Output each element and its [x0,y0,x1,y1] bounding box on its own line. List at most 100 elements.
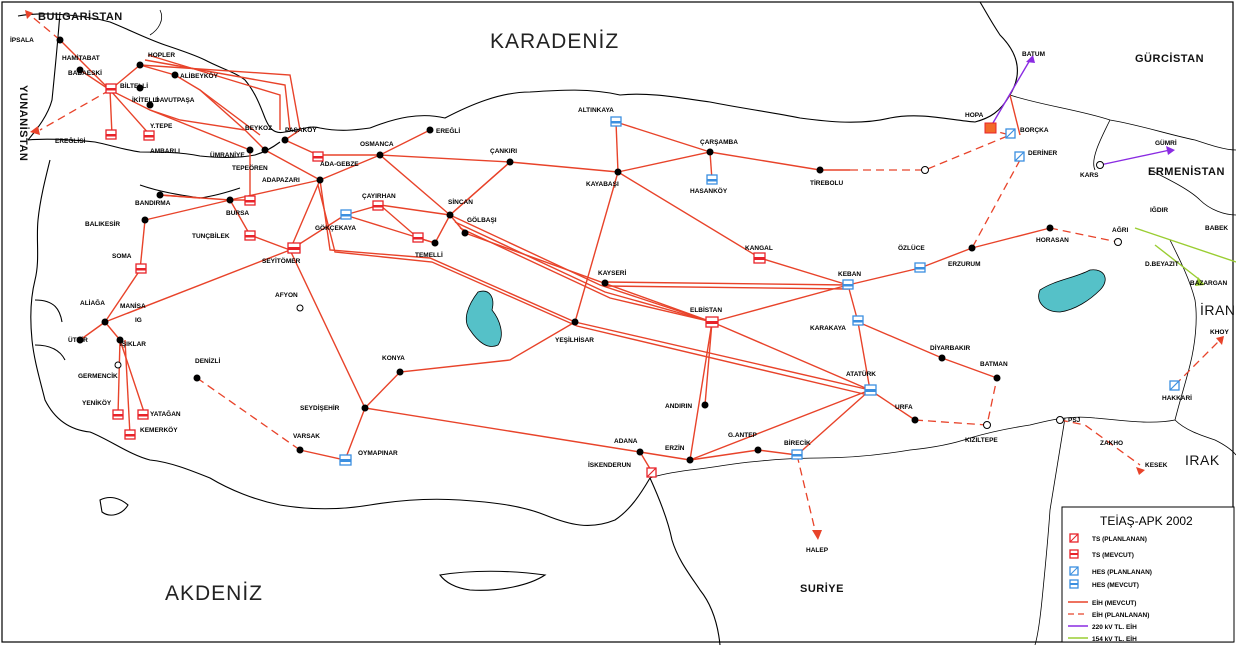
city-label: OYMAPINAR [358,450,398,457]
city-label: ELBİSTAN [690,306,722,314]
city-label: GERMENCİK [78,372,118,380]
city-label: KAYSERİ [598,269,626,277]
city-label: HAMİTABAT [62,54,100,62]
city-label: BİRECİK [784,439,811,447]
city-label: BALIKESİR [85,220,120,228]
city-label: KONYA [382,355,405,362]
city-label: BİLTELLİ [120,82,148,90]
city-label: D.BEYAZIT [1145,261,1179,268]
city-label: İSKENDERUN [588,461,631,469]
city-label: ALTINKAYA [578,107,614,114]
city-label: PSJ [1068,417,1081,424]
city-label: KEMERKÖY [140,425,178,434]
arrows [25,10,1224,540]
city-label: ADA-GEBZE [320,161,359,168]
city-label: EREĞLİ [436,126,460,135]
lake-van [1038,269,1106,313]
country-label-greece: YUNANİSTAN [17,85,30,161]
country-label-iraq: IRAK [1185,452,1220,468]
city-label: BABEK [1205,225,1228,232]
city-label: ZAKHO [1100,440,1123,447]
city-label: SEYİTÖMER [262,256,301,265]
legend-item-tsr-planned: TS (PLANLANAN) [1092,536,1147,543]
city-label: YENİKÖY [82,398,112,407]
city-label: YEŞİLHİSAR [555,336,594,344]
city-label: BATUM [1022,51,1045,58]
city-label: ADANA [614,438,638,445]
city-label: ALİBEYKÖY [180,71,219,80]
city-label: BEYKOZ [245,125,272,132]
city-label: TEPEÖREN [232,163,268,172]
substation-nodes [56,36,1054,464]
city-label: KESEK [1145,462,1168,469]
legend: TEİAŞ-APK 2002 TS (PLANLANAN) TS (MEVCUT… [1061,506,1235,643]
city-label: GÖKÇEKAYA [315,223,356,232]
country-label-iran: İRAN [1200,301,1235,318]
city-label: ERZİN [665,444,685,452]
lines-220kv [989,59,1171,166]
legend-item-hes-planned: HES (PLANLANAN) [1092,569,1152,576]
city-label: BAZARGAN [1190,280,1227,287]
lines-planned [29,14,1221,531]
city-label: AFYON [275,292,298,299]
city-label: HAKKARİ [1162,394,1192,402]
city-label: ÜTHİR [68,335,88,344]
city-label: PAŞAKÖY [285,125,317,134]
city-label: BANDIRMA [135,200,171,207]
city-label: BURSA [226,210,249,217]
city-label: HOPA [965,112,984,119]
sea-label-karadeniz: KARADENİZ [490,30,619,53]
city-label: SİNCAN [448,198,473,206]
city-label: KANGAL [745,245,773,252]
city-label: ÜMRANİYE [210,150,245,159]
open-nodes [114,161,1122,429]
city-label: ERZURUM [948,261,981,268]
city-label: HALEP [806,547,829,554]
city-label: MANİSA [120,302,146,310]
city-label: ADAPAZARI [262,177,300,184]
city-label: G.ANTEP [728,432,758,439]
city-label: TİREBOLU [810,179,844,187]
city-label: ATATÜRK [846,369,876,378]
city-label: IG [135,317,142,324]
sea-label-akdeniz: AKDENİZ [165,582,263,605]
city-label: YATAĞAN [150,409,181,418]
islands [99,496,547,591]
city-labels: HAMİTABAT BABAESKİ HOPLER İPSALA BİLTELL… [10,36,1229,554]
city-label: IŞIKLAR [120,341,146,348]
city-label: SEYDİŞEHİR [300,404,340,412]
city-label: ALİAĞA [80,298,105,307]
city-label: HASANKÖY [690,186,728,195]
lines-154kv [1134,227,1236,281]
country-label-bulgaria: BULGARİSTAN [38,10,123,23]
city-label: TUNÇBİLEK [192,232,230,240]
city-label: KAYABAŞI [586,181,619,188]
city-label: DERİNER [1028,149,1058,157]
city-label: URFA [895,404,913,411]
country-label-syria: SURİYE [800,582,844,595]
city-label: BORÇKA [1020,127,1049,134]
legend-title: TEİAŞ-APK 2002 [1100,514,1193,528]
city-label: ÇAYIRHAN [362,193,396,200]
hydro-plants [339,116,1180,466]
city-label: ÖZLÜCE [898,243,925,252]
borders [149,9,1236,645]
country-label-georgia: GÜRCİSTAN [1135,52,1204,65]
legend-item-line-220: 220 kV TL. EİH [1092,623,1137,631]
city-label: HORASAN [1036,237,1069,244]
legend-box [1061,506,1235,643]
city-label: ÇANKIRI [490,148,517,155]
city-label: KARS [1080,172,1099,179]
city-label: BATMAN [980,361,1008,368]
city-label: DAVUTPAŞA [155,97,195,104]
city-label: KEBAN [838,271,861,278]
city-label: GÜMRİ [1155,138,1177,147]
city-label: BABAESKİ [68,69,102,77]
city-label: KIZILTEPE [965,437,998,444]
city-label: AĞRI [1112,225,1128,234]
city-label: HOPLER [148,52,175,59]
city-label: İKİTELLİ [132,96,159,104]
thermal-plants [105,83,997,478]
